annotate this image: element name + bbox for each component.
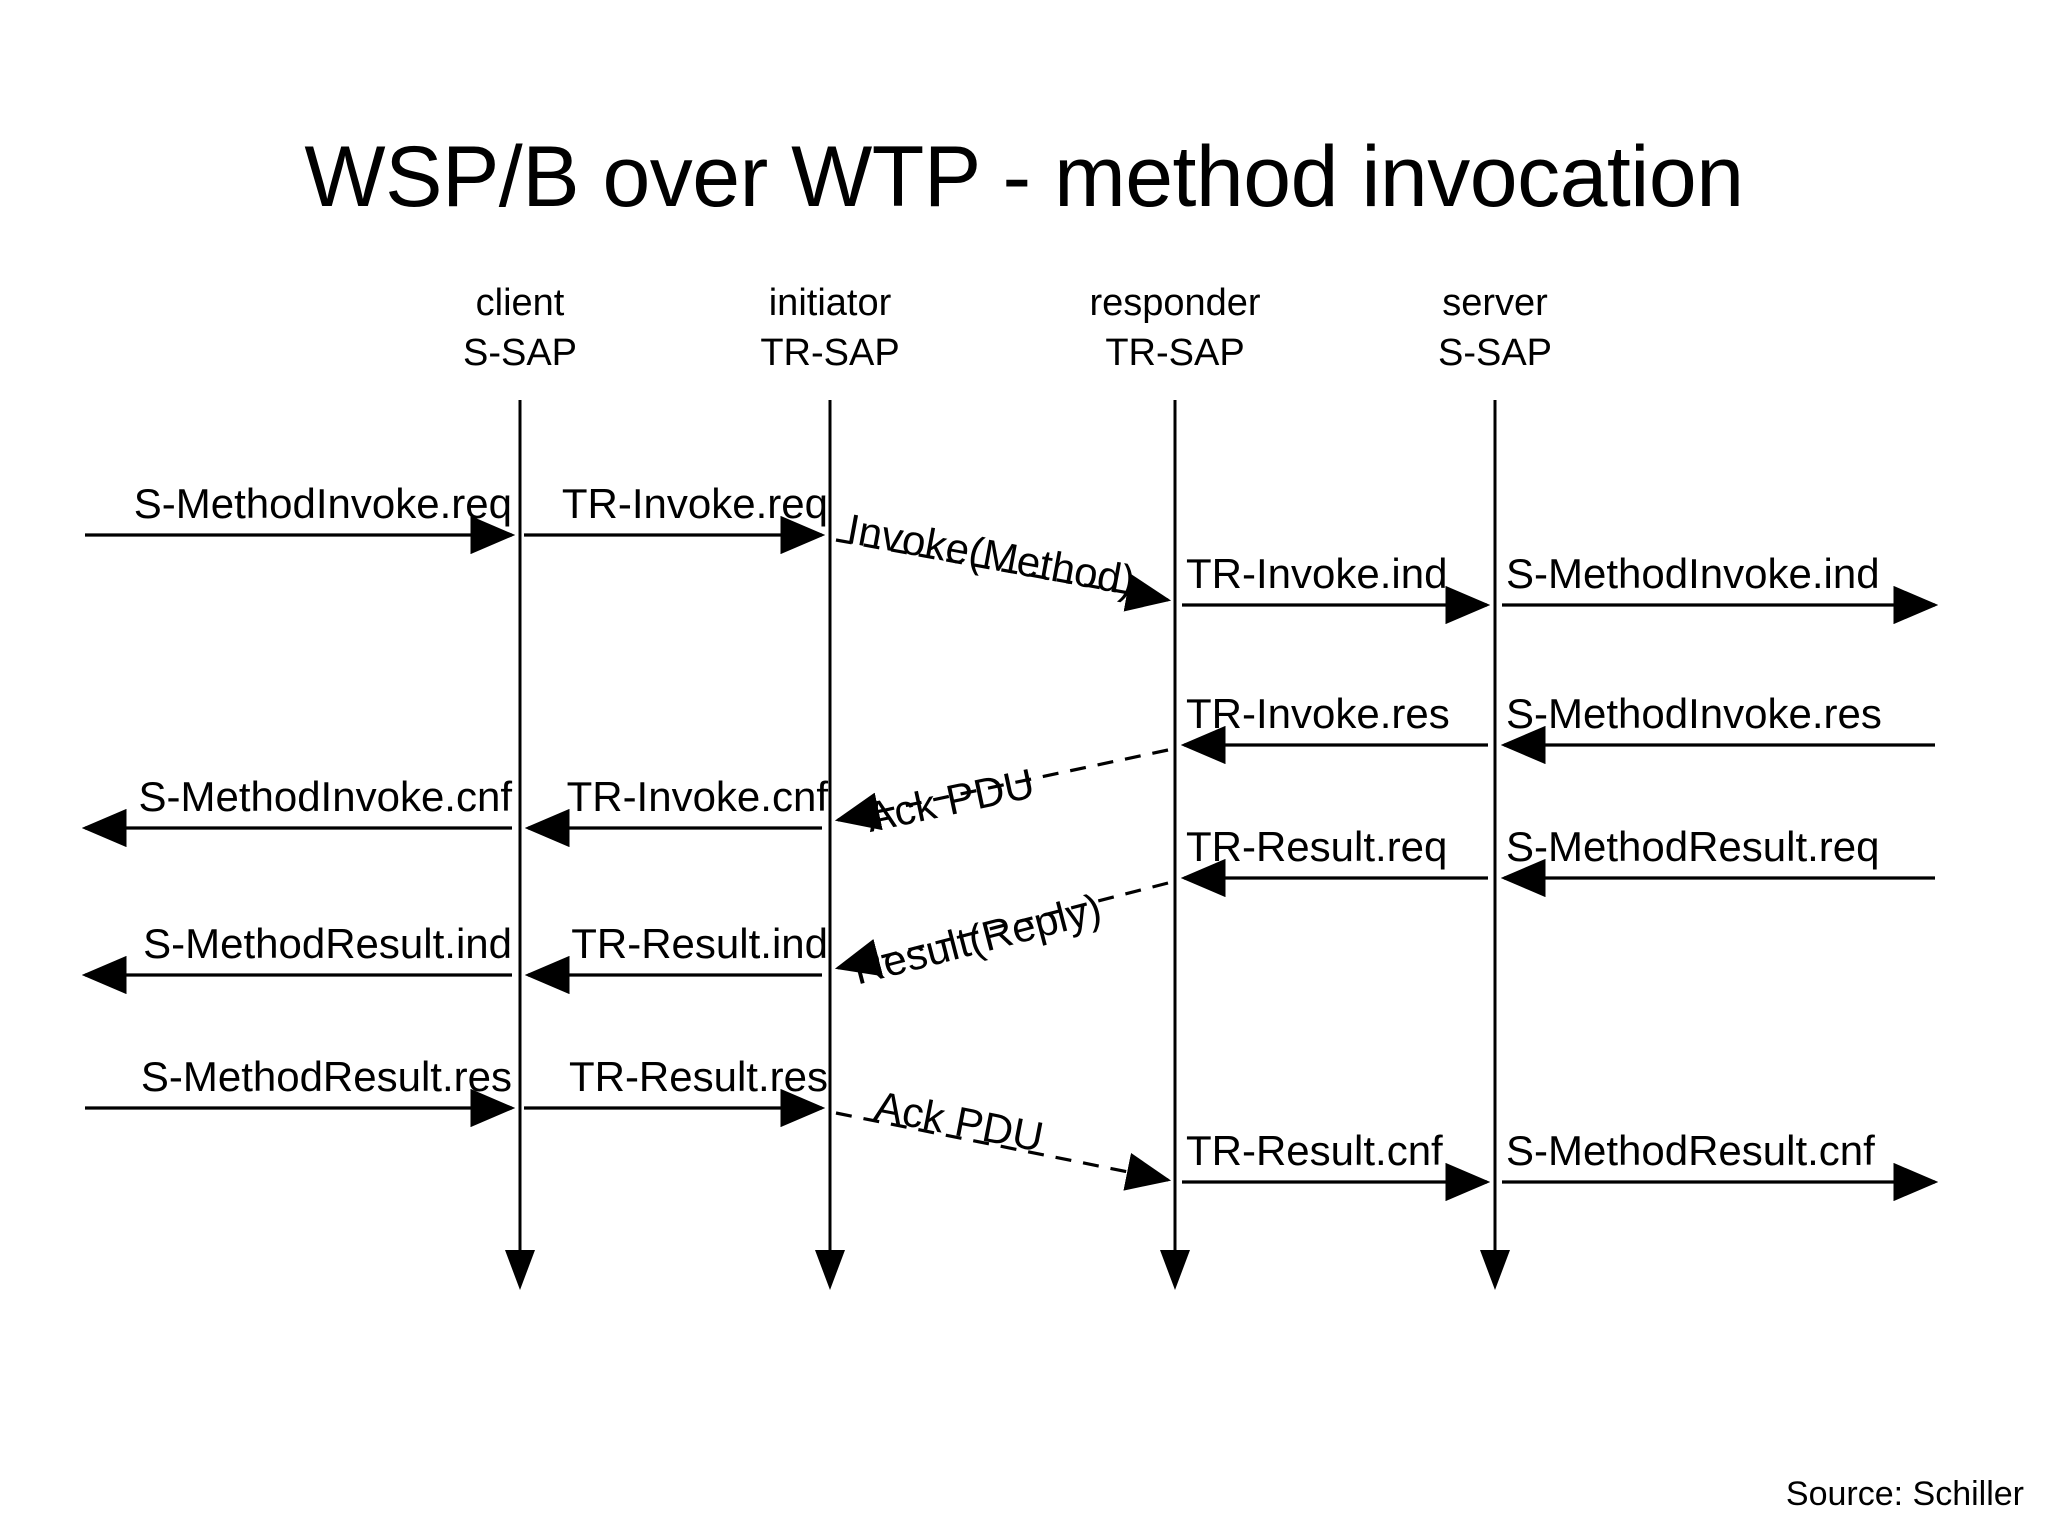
arrow-invoke-method xyxy=(835,538,1172,612)
lifeline-header-responder-role: responder xyxy=(1089,282,1261,324)
lifeline-end-arrow-server xyxy=(1480,1250,1510,1290)
lifeline-header-server: server S-SAP xyxy=(1438,278,1552,378)
source-note: Source: Schiller xyxy=(1785,1475,2024,1513)
lifeline-header-initiator-sap: TR-SAP xyxy=(760,332,900,374)
arrow-result-reply xyxy=(834,881,1169,977)
lifeline-header-client-role: client xyxy=(475,282,565,324)
page-title: WSP/B over WTP - method invocation xyxy=(304,129,1744,225)
lifeline-header-responder: responder TR-SAP xyxy=(1089,278,1260,378)
lifeline-header-responder-sap: TR-SAP xyxy=(1105,332,1245,374)
lifeline-header-client: client S-SAP xyxy=(463,278,577,378)
label-s-methodinvoke-cnf: S-MethodInvoke.cnf xyxy=(138,773,512,820)
label-tr-invoke-res: TR-Invoke.res xyxy=(1186,690,1450,737)
lifeline-header-server-sap: S-SAP xyxy=(1437,332,1553,374)
lifeline-header-initiator-role: initiator xyxy=(768,282,892,324)
label-s-methodinvoke-ind: S-MethodInvoke.ind xyxy=(1506,550,1880,597)
label-s-methodresult-ind: S-MethodResult.ind xyxy=(143,920,512,967)
lifeline-end-arrow-responder xyxy=(1160,1250,1190,1290)
label-tr-result-ind: TR-Result.ind xyxy=(571,920,828,967)
label-s-methodresult-res: S-MethodResult.res xyxy=(140,1053,512,1100)
label-tr-invoke-cnf: TR-Invoke.cnf xyxy=(566,773,828,820)
label-tr-result-res: TR-Result.res xyxy=(568,1053,828,1100)
label-s-methodinvoke-req: S-MethodInvoke.req xyxy=(133,480,512,527)
label-s-methodinvoke-res: S-MethodInvoke.res xyxy=(1506,690,1882,737)
label-s-methodresult-req: S-MethodResult.req xyxy=(1506,823,1880,870)
label-tr-invoke-req: TR-Invoke.req xyxy=(561,480,828,527)
lifeline-header-initiator: initiator TR-SAP xyxy=(760,278,899,378)
label-tr-result-cnf: TR-Result.cnf xyxy=(1186,1127,1443,1174)
arrow-ack-pdu-1 xyxy=(834,748,1169,831)
lifeline-header-client-sap: S-SAP xyxy=(462,332,578,374)
lifeline-header-server-role: server xyxy=(1442,282,1548,324)
lifeline-end-arrow-client xyxy=(505,1250,535,1290)
label-tr-invoke-ind: TR-Invoke.ind xyxy=(1186,550,1448,597)
lifeline-end-arrow-initiator xyxy=(815,1250,845,1290)
label-tr-result-req: TR-Result.req xyxy=(1186,823,1448,870)
arrow-ack-pdu-2 xyxy=(835,1111,1172,1191)
label-s-methodresult-cnf: S-MethodResult.cnf xyxy=(1506,1127,1875,1174)
